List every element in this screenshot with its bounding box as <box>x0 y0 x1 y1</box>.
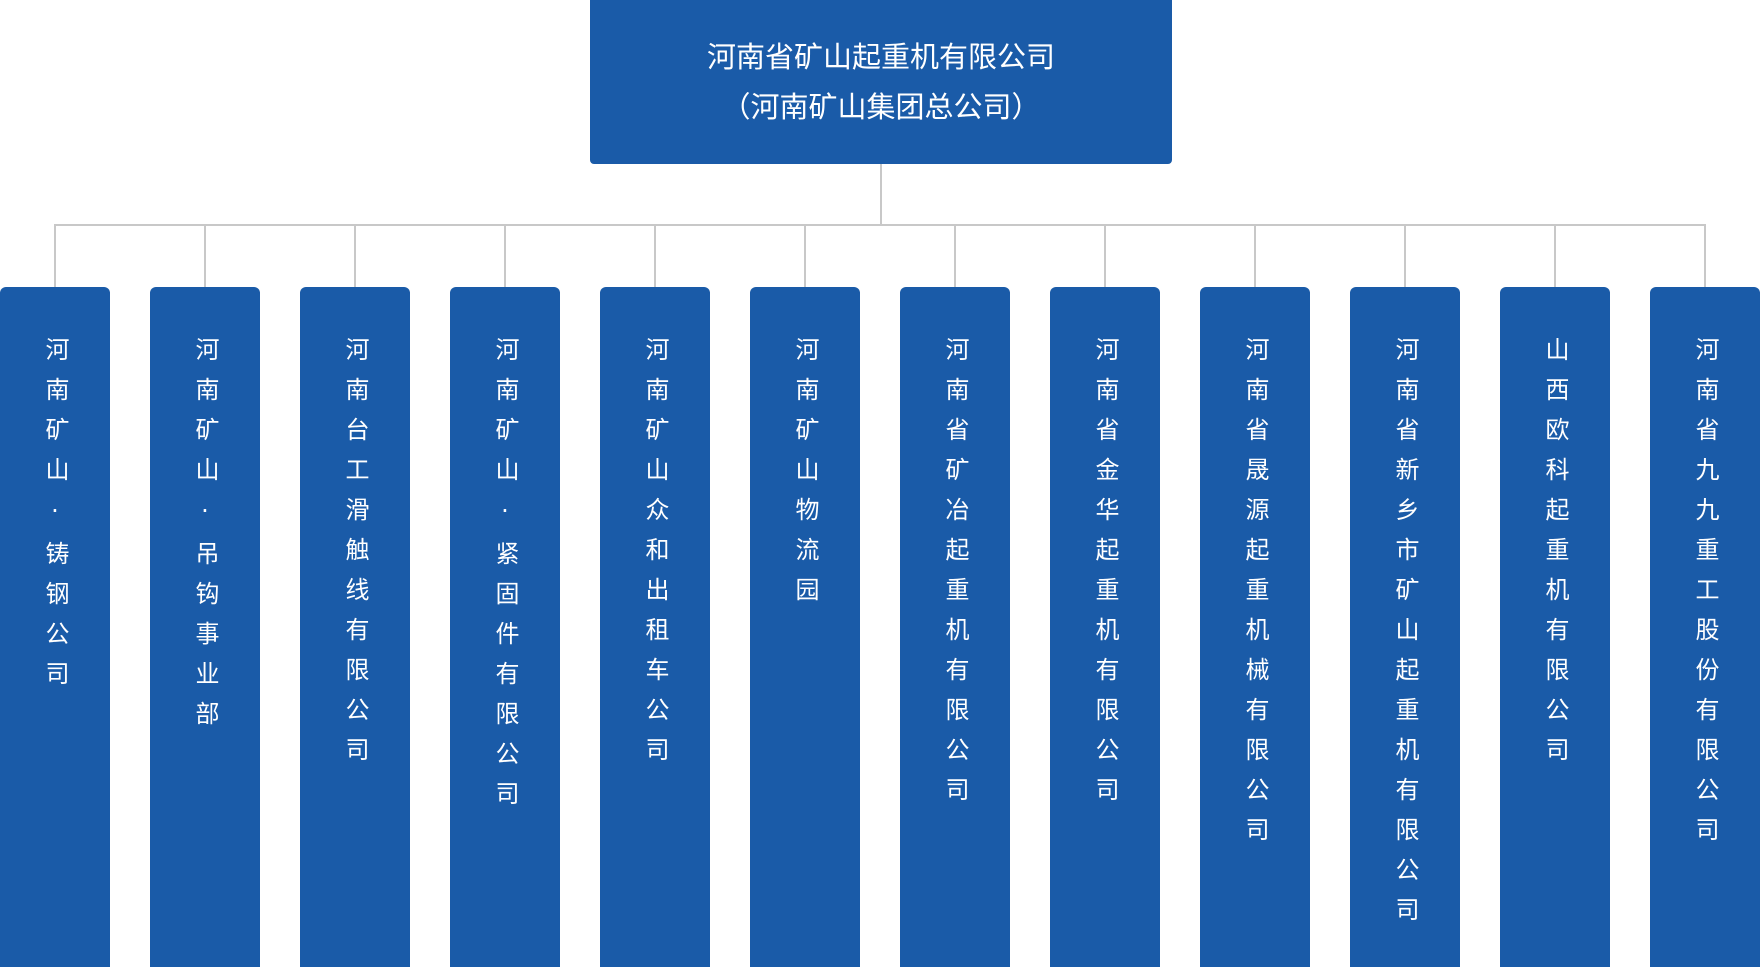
child-connector <box>1704 224 1706 287</box>
subsidiary-box: 河南省金华起重机有限公司 <box>1050 287 1160 967</box>
subsidiary-name: 河南矿山·吊钩事业部 <box>191 337 219 741</box>
subsidiary-box: 河南省九九重工股份有限公司 <box>1650 287 1760 967</box>
subsidiary-name: 河南矿山物流园 <box>791 337 819 617</box>
subsidiary-name: 河南省晟源起重机械有限公司 <box>1241 337 1269 857</box>
parent-company-alias: （河南矿山集团总公司） <box>721 90 1041 124</box>
child-connector <box>1104 224 1106 287</box>
subsidiary-box: 河南矿山物流园 <box>750 287 860 967</box>
subsidiary-name: 河南矿山·紧固件有限公司 <box>491 337 519 821</box>
subsidiary-box: 河南矿山·吊钩事业部 <box>150 287 260 967</box>
subsidiary-name: 河南台工滑触线有限公司 <box>341 337 369 777</box>
subsidiary-box: 河南台工滑触线有限公司 <box>300 287 410 967</box>
parent-company-box: 河南省矿山起重机有限公司 （河南矿山集团总公司） <box>590 0 1172 164</box>
subsidiary-box: 河南省晟源起重机械有限公司 <box>1200 287 1310 967</box>
child-connector <box>204 224 206 287</box>
child-connector <box>954 224 956 287</box>
subsidiary-name: 河南省矿冶起重机有限公司 <box>941 337 969 817</box>
subsidiary-box: 河南省新乡市矿山起重机有限公司 <box>1350 287 1460 967</box>
subsidiary-name: 河南矿山众和出租车公司 <box>641 337 669 777</box>
subsidiary-name: 河南省新乡市矿山起重机有限公司 <box>1391 337 1419 937</box>
horizontal-connector <box>54 224 1706 226</box>
subsidiary-box: 河南矿山·紧固件有限公司 <box>450 287 560 967</box>
child-connector <box>804 224 806 287</box>
parent-company-name: 河南省矿山起重机有限公司 <box>706 40 1055 74</box>
subsidiary-box: 河南矿山·铸钢公司 <box>0 287 110 967</box>
subsidiary-name: 山西欧科起重机有限公司 <box>1541 337 1569 777</box>
subsidiary-name: 河南省金华起重机有限公司 <box>1091 337 1119 817</box>
child-connector <box>504 224 506 287</box>
subsidiary-name: 河南省九九重工股份有限公司 <box>1691 337 1719 857</box>
child-connector <box>54 224 56 287</box>
subsidiary-box: 山西欧科起重机有限公司 <box>1500 287 1610 967</box>
subsidiary-box: 河南矿山众和出租车公司 <box>600 287 710 967</box>
child-connector <box>1404 224 1406 287</box>
child-connector <box>1254 224 1256 287</box>
child-connector <box>654 224 656 287</box>
child-connector <box>354 224 356 287</box>
child-connector <box>1554 224 1556 287</box>
subsidiary-name: 河南矿山·铸钢公司 <box>41 337 69 701</box>
subsidiary-box: 河南省矿冶起重机有限公司 <box>900 287 1010 967</box>
root-connector <box>880 164 882 226</box>
